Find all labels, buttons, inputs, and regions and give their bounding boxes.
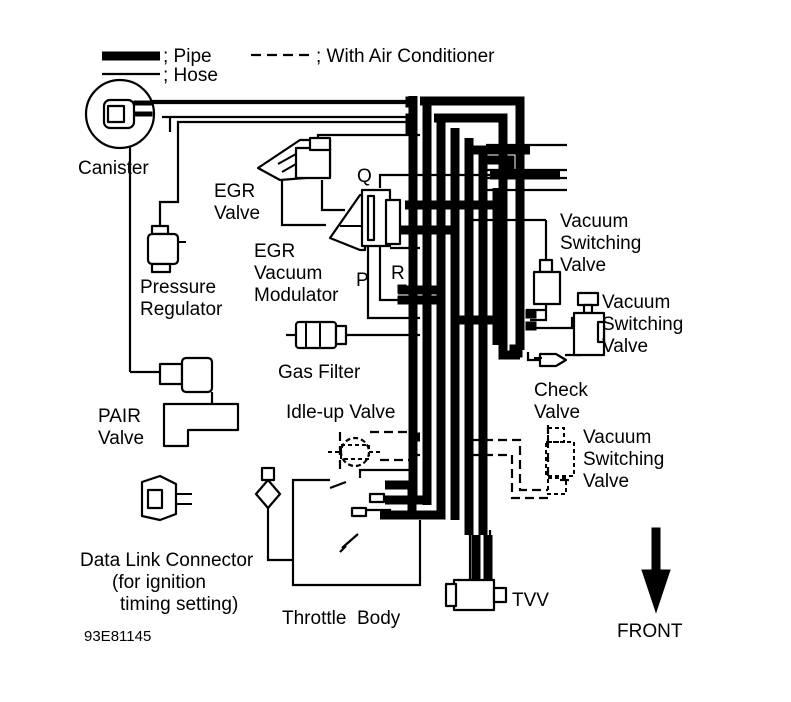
throttle-body-symbol — [329, 480, 386, 553]
egr-modulator-symbol — [328, 188, 402, 252]
tvv-symbol — [444, 578, 508, 612]
pair-valve-symbol — [158, 356, 240, 448]
canister-symbol — [84, 78, 156, 150]
label-egr-valve-2: Valve — [214, 203, 260, 224]
label-front: FRONT — [617, 621, 683, 642]
label-tvv: TVV — [512, 590, 549, 611]
label-vsv2-3: Valve — [602, 336, 648, 357]
label-dlc-2: (for ignition — [112, 572, 206, 593]
label-egr-valve-1: EGR — [214, 181, 255, 202]
label-dlc-3: timing setting) — [120, 594, 238, 615]
label-figure-code: 93E81145 — [84, 628, 151, 645]
vsv-2-symbol — [572, 291, 606, 357]
label-check-valve-1: Check — [534, 380, 588, 401]
label-gas-filter: Gas Filter — [278, 362, 361, 383]
label-pressure-reg-2: Regulator — [140, 299, 223, 320]
egr-valve-symbol — [256, 136, 332, 182]
label-pair-valve-1: PAIR — [98, 406, 141, 427]
label-vsv1-1: Vacuum — [560, 211, 628, 232]
label-dlc-1: Data Link Connector — [80, 550, 254, 571]
legend-pipe-label: ; Pipe — [163, 46, 212, 67]
pressure-regulator-symbol — [146, 224, 186, 274]
label-vsv2-1: Vacuum — [602, 292, 670, 313]
label-r: R — [391, 263, 405, 284]
label-vsv3-2: Switching — [583, 449, 664, 470]
label-p: P — [356, 270, 369, 291]
pipes — [380, 96, 560, 580]
vsv-1-symbol — [532, 258, 562, 306]
label-canister: Canister — [78, 158, 149, 179]
label-egr-mod-1: EGR — [254, 241, 295, 262]
idle-up-valve-symbol — [328, 436, 382, 468]
label-vsv1-3: Valve — [560, 255, 606, 276]
pipe-connectors — [397, 96, 537, 514]
label-vsv3-1: Vacuum — [583, 427, 651, 448]
legend: ; Pipe ; Hose ; With Air Conditioner — [102, 46, 495, 86]
label-throttle-body: Throttle Body — [282, 608, 401, 629]
legend-hose-label: ; Hose — [163, 65, 218, 86]
label-check-valve-2: Valve — [534, 402, 580, 423]
sensor-symbol — [254, 466, 282, 510]
data-link-connector-symbol — [140, 474, 192, 522]
label-pressure-reg-1: Pressure — [140, 277, 216, 298]
label-egr-mod-3: Modulator — [254, 285, 339, 306]
label-vsv2-2: Switching — [602, 314, 683, 335]
label-egr-mod-2: Vacuum — [254, 263, 322, 284]
check-valve-symbol — [534, 352, 568, 368]
labels: Canister EGR Valve Q EGR Vacuum Modulato… — [78, 158, 683, 645]
gas-filter-symbol — [294, 320, 348, 350]
front-arrow-icon — [641, 527, 671, 614]
label-pair-valve-2: Valve — [98, 428, 144, 449]
label-vsv3-3: Valve — [583, 471, 629, 492]
legend-ac-label: ; With Air Conditioner — [316, 46, 495, 67]
label-idle-up: Idle-up Valve — [286, 402, 396, 423]
label-vsv1-2: Switching — [560, 233, 641, 254]
label-q: Q — [357, 166, 372, 187]
vsv-3-symbol — [545, 427, 575, 495]
